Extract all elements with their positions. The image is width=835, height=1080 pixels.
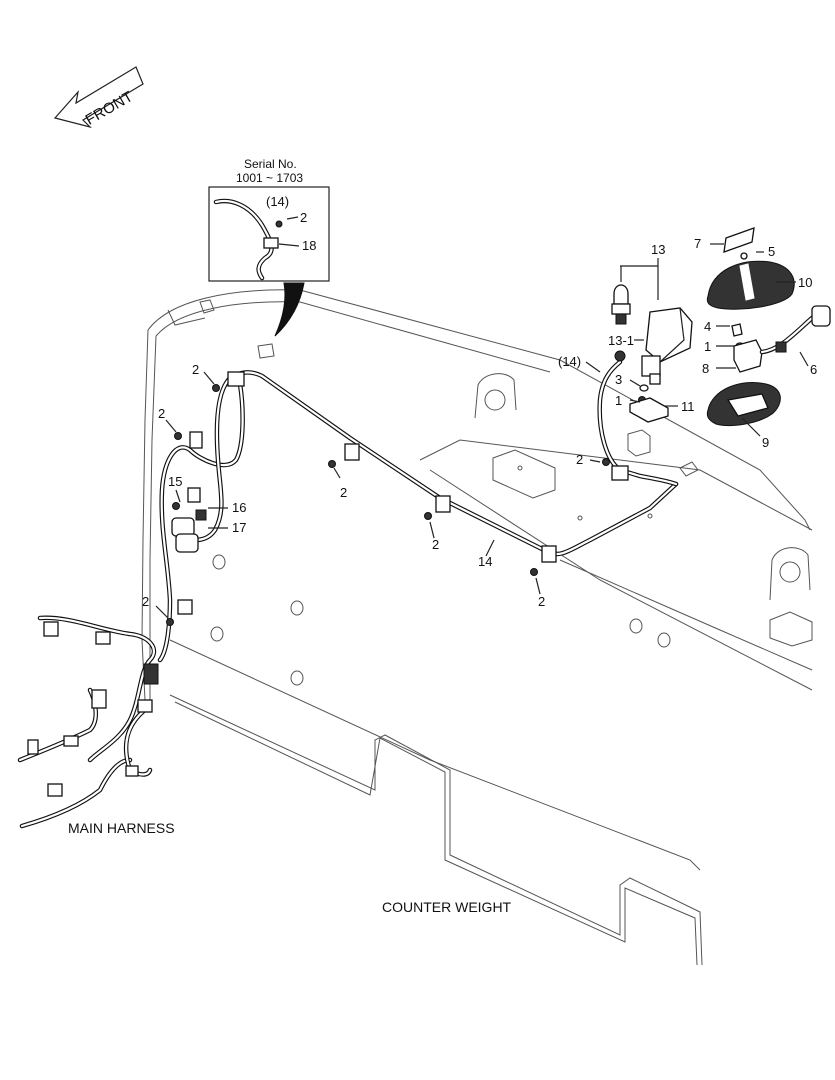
beacon-lamp-base	[706, 382, 781, 427]
upper-frame-outline	[141, 289, 813, 871]
lamp-bracket-11	[629, 397, 669, 423]
beacon-lamp-cover	[706, 260, 795, 310]
callout-14-lamp: (14)	[558, 354, 581, 369]
inset-callout-2: 2	[300, 210, 307, 225]
callout-10: 10	[798, 275, 812, 290]
screws	[731, 252, 748, 337]
lamp-bulb	[611, 266, 631, 325]
callout-2-lamp: 2	[576, 452, 583, 467]
callout-2-mid2: 2	[432, 537, 439, 552]
work-lamp	[614, 307, 693, 385]
inset-callout-18: 18	[302, 238, 316, 253]
callout-14-harness: 14	[478, 554, 492, 569]
cover-7	[723, 227, 755, 253]
inset-pointer	[274, 282, 305, 337]
callout-3: 3	[615, 372, 622, 387]
callout-13: 13	[651, 242, 665, 257]
serial-title: Serial No.	[244, 157, 297, 171]
callout-16: 16	[232, 500, 246, 515]
callout-2-mid1: 2	[340, 485, 347, 500]
callout-7: 7	[694, 236, 701, 251]
callout-9: 9	[762, 435, 769, 450]
lifting-lug-right	[769, 547, 811, 601]
main-harness-bundle	[17, 615, 159, 829]
callout-17: 17	[232, 520, 246, 535]
main-harness-label: MAIN HARNESS	[68, 820, 175, 836]
serial-inset: Serial No. 1001 ~ 1703 (14) 2 18	[208, 157, 330, 337]
counter-weight-label: COUNTER WEIGHT	[382, 899, 512, 915]
callout-2-lower: 2	[142, 594, 149, 609]
front-arrow: FRONT	[53, 66, 144, 129]
lifting-lug-left	[474, 373, 517, 419]
callout-13-1: 13-1	[608, 333, 634, 348]
callout-1-lower: 1	[615, 393, 622, 408]
callout-8: 8	[702, 361, 709, 376]
callout-1-upper: 1	[704, 339, 711, 354]
callout-4: 4	[704, 319, 711, 334]
beacon-bracket-8	[733, 339, 763, 373]
relay-assembly	[171, 509, 207, 553]
serial-range: 1001 ~ 1703	[236, 171, 303, 185]
counter-weight-outline	[169, 694, 703, 966]
callout-11: 11	[681, 399, 695, 414]
mount-blocks	[492, 429, 813, 647]
callout-15: 15	[168, 474, 182, 489]
leader-lines	[155, 243, 809, 619]
callout-6: 6	[810, 362, 817, 377]
callout-5: 5	[768, 244, 775, 259]
beacon-wire-6	[759, 305, 831, 355]
callout-numbers: 13 7 5 10 4 1 8 6 9 13-1 (14) 3 1 11 2 2…	[142, 236, 817, 609]
callout-2-mid3: 2	[538, 594, 545, 609]
callout-2-left: 2	[158, 406, 165, 421]
frame-holes	[210, 465, 671, 686]
harness-clamps	[177, 371, 629, 615]
inset-callout-14: (14)	[266, 194, 289, 209]
callout-2-top: 2	[192, 362, 199, 377]
